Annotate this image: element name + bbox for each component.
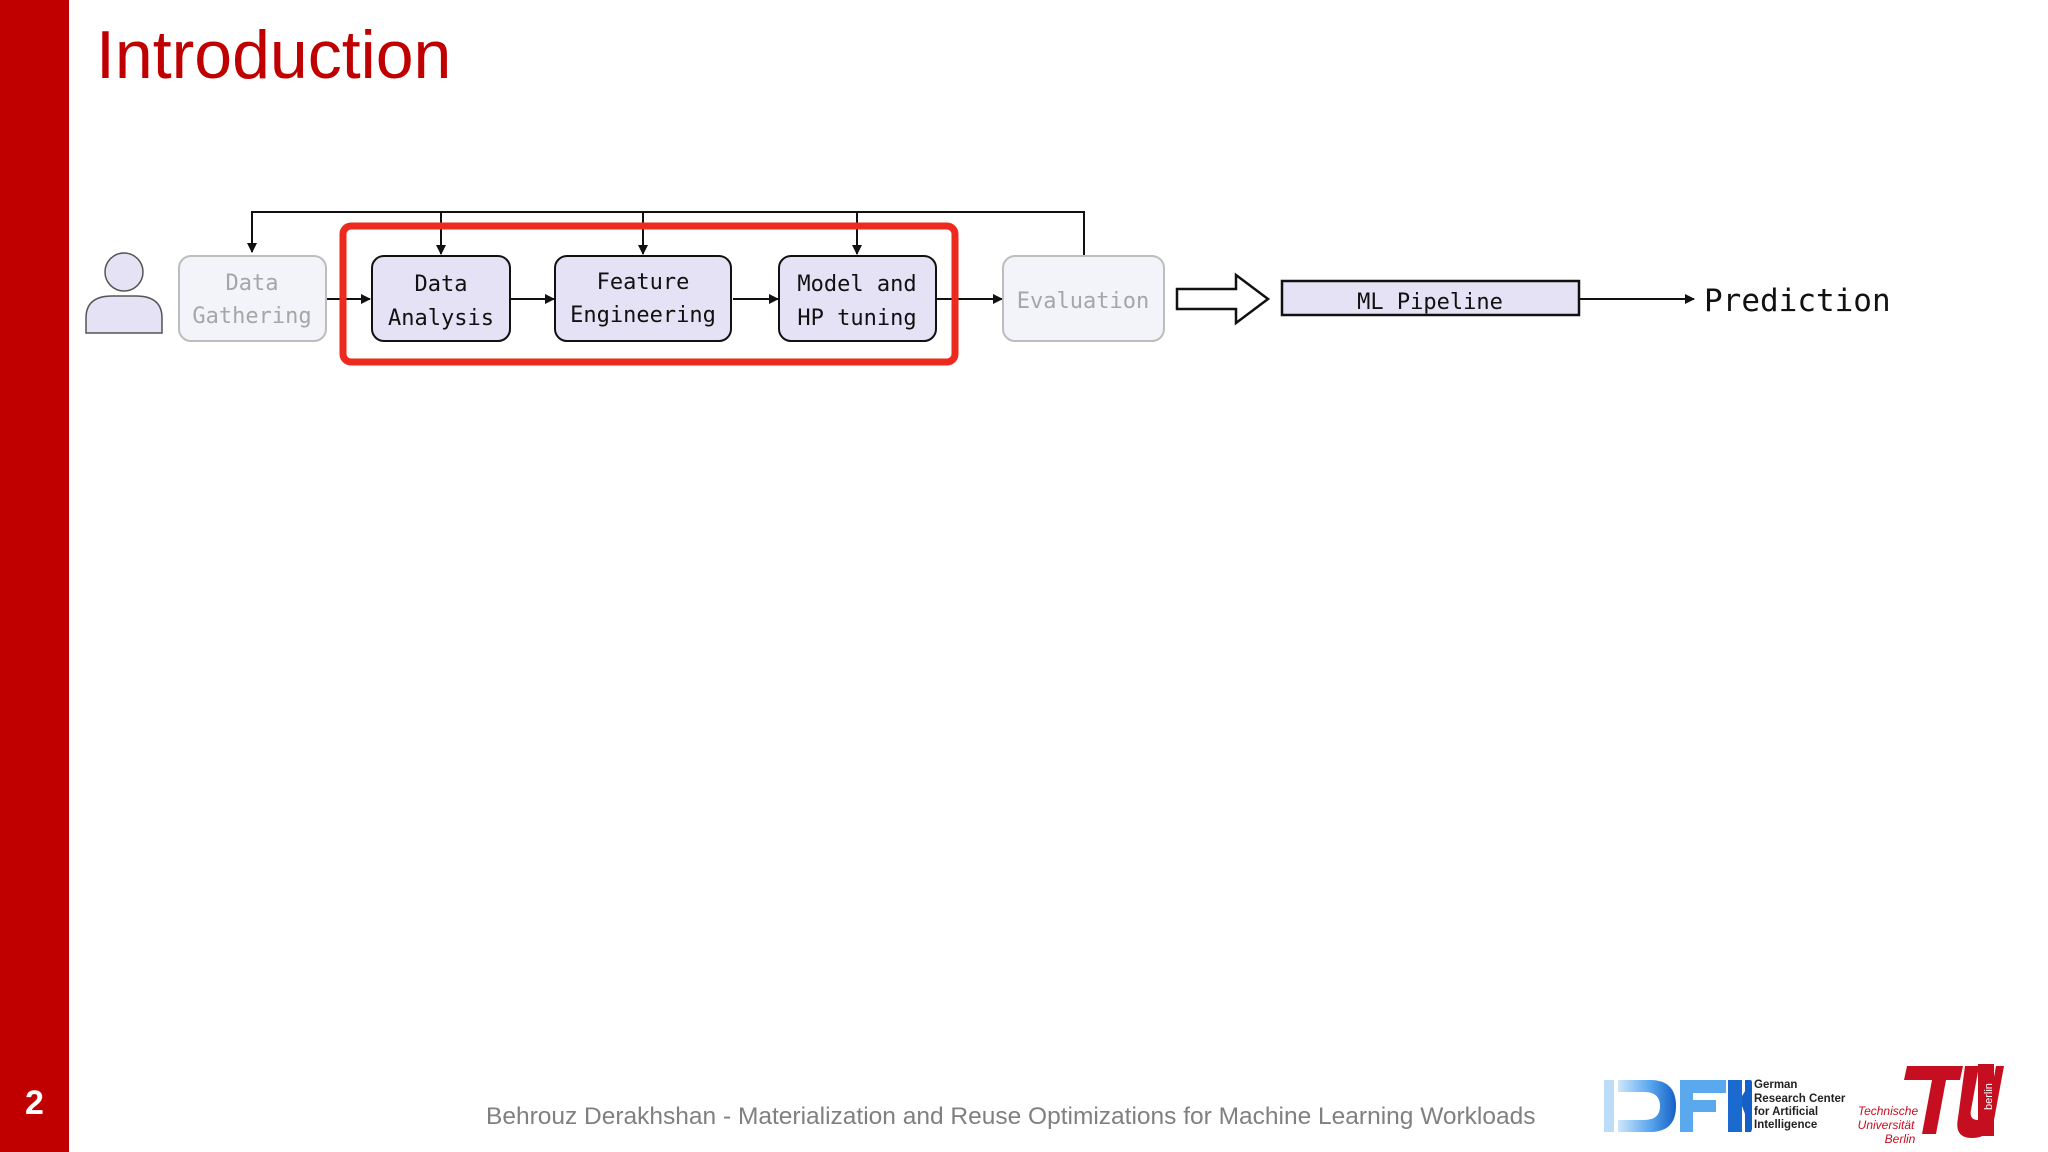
block-arrow [1175, 272, 1271, 326]
svg-text:Universität: Universität [1858, 1118, 1915, 1132]
slide-title: Introduction [96, 17, 452, 93]
step-evaluation: Evaluation [1002, 255, 1165, 342]
step-data-analysis: Data Analysis [371, 255, 511, 342]
step-label-line: Gathering [192, 304, 311, 329]
highlight-box [339, 222, 959, 366]
slide-number: 2 [25, 1084, 44, 1122]
feedback-loop [247, 211, 1085, 255]
step-feature-engineering: Feature Engineering [554, 255, 732, 342]
step-label-line: Evaluation [1017, 289, 1149, 314]
step-label-line: Data [226, 271, 279, 296]
footer-text: Behrouz Derakhshan - Materialization and… [486, 1103, 1536, 1130]
svg-text:German: German [1754, 1079, 1797, 1091]
user-icon [85, 252, 163, 334]
ml-pipeline-label: ML Pipeline [1357, 290, 1503, 315]
svg-text:for Artificial: for Artificial [1754, 1106, 1818, 1118]
step-label-line: Engineering [570, 303, 716, 328]
ml-pipeline-box: ML Pipeline [1280, 279, 1581, 317]
svg-text:berlin: berlin [1983, 1083, 1995, 1110]
svg-text:Technische: Technische [1858, 1104, 1919, 1118]
step-model-hp-tuning: Model and HP tuning [778, 255, 937, 342]
svg-text:Research Center: Research Center [1754, 1093, 1846, 1105]
step-label-line: Feature [597, 270, 690, 295]
sidebar-bar [0, 0, 69, 1152]
step-label-line: Analysis [388, 306, 494, 331]
step-data-gathering: Data Gathering [178, 255, 327, 342]
step-label-line: Data [415, 272, 468, 297]
svg-text:Intelligence: Intelligence [1754, 1119, 1817, 1131]
step-label-line: Model and [797, 272, 916, 297]
tu-berlin-logo: berlin Technische Universität Berlin [1858, 1064, 2004, 1146]
prediction-label: Prediction [1704, 283, 1891, 319]
dfki-logo: German Research Center for Artificial In… [1604, 1079, 1846, 1132]
svg-text:Berlin: Berlin [1885, 1132, 1916, 1146]
step-label-line: HP tuning [797, 306, 916, 331]
